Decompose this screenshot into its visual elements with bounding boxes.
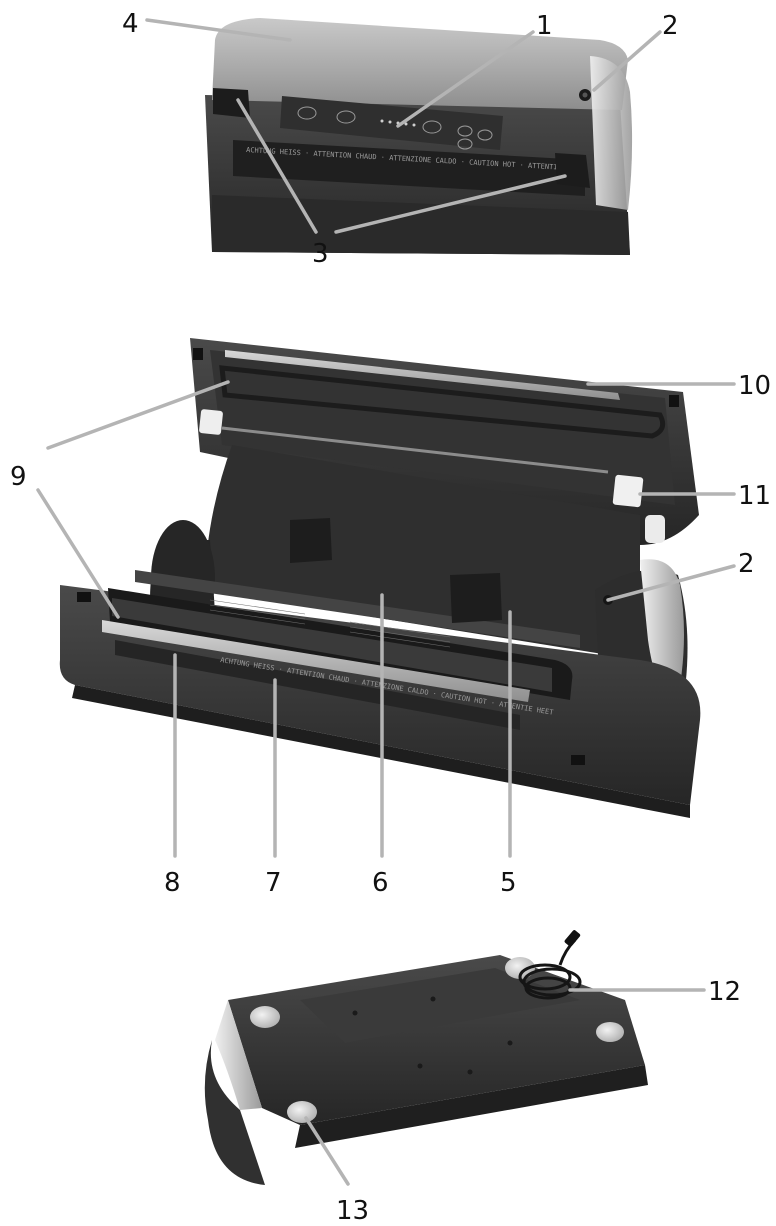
callout-7: 7 — [265, 868, 282, 898]
control-panel — [280, 96, 503, 150]
callout-8: 8 — [164, 868, 181, 898]
leader-9b — [36, 488, 120, 619]
sealer-bottom-view — [204, 930, 648, 1185]
callout-13: 13 — [336, 1196, 369, 1226]
leader-9a — [46, 380, 230, 450]
callout-4: 4 — [122, 9, 139, 39]
sealer-closed-view: ACHTUNG HEISS · ATTENTION CHAUD · ATTENZ… — [205, 18, 633, 255]
foot-front-left — [287, 1101, 317, 1123]
callout-2-mid: 2 — [738, 549, 755, 579]
callout-9: 9 — [10, 462, 27, 492]
foot-front-right — [596, 1022, 624, 1042]
closed-end-cap — [590, 56, 633, 210]
leader-2-top — [592, 30, 662, 92]
underside-end-cap — [204, 1040, 265, 1185]
leader-2-mid — [606, 564, 736, 602]
callout-10: 10 — [738, 371, 771, 401]
callout-3: 3 — [312, 239, 329, 269]
roll-tab-left — [290, 518, 332, 563]
sealer-open-view: ACHTUNG HEISS · ATTENTION CHAUD · ATTENZ… — [59, 338, 701, 818]
closed-lid — [212, 18, 628, 110]
callout-6: 6 — [372, 868, 389, 898]
foot-back-left — [250, 1006, 280, 1028]
left-latch — [213, 88, 250, 118]
leader-1 — [396, 30, 535, 128]
callout-labels: 1 2 3 4 2 5 6 7 8 9 10 11 12 13 — [10, 9, 771, 1226]
roll-holder-right — [612, 474, 644, 508]
callout-2-top: 2 — [662, 11, 679, 41]
callout-lines — [36, 18, 736, 1186]
callout-5: 5 — [500, 868, 517, 898]
foot-back-right — [505, 957, 535, 979]
leader-13 — [304, 1116, 350, 1186]
base-heat-strip — [102, 620, 530, 702]
callout-1: 1 — [536, 11, 553, 41]
callout-12: 12 — [708, 977, 741, 1007]
lid-gasket — [219, 365, 666, 439]
lid-heat-strip — [225, 350, 620, 400]
power-plug — [564, 930, 581, 947]
callout-11: 11 — [738, 481, 771, 511]
right-latch — [555, 153, 590, 188]
panel-indicator-lights — [380, 119, 416, 127]
panel-buttons — [297, 106, 493, 150]
roll-holder-left — [199, 409, 223, 435]
roll-tab-right — [450, 573, 502, 623]
front-slot — [233, 140, 585, 196]
leader-4 — [145, 18, 292, 42]
drip-tray — [135, 570, 580, 648]
leader-3b — [334, 174, 567, 234]
tray-print — [209, 599, 451, 648]
leader-3a — [236, 98, 318, 234]
